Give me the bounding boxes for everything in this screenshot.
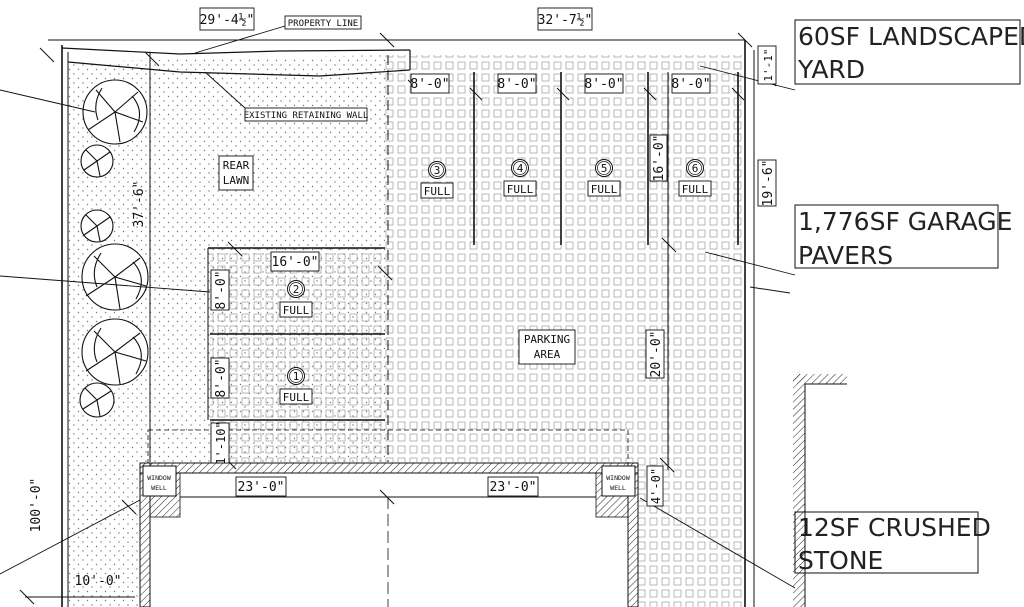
note-crushed-stone: 12SF CRUSHED STONE xyxy=(794,511,991,575)
tree-icon xyxy=(80,144,114,178)
retaining-wall xyxy=(61,47,411,77)
svg-text:29'-4½": 29'-4½" xyxy=(200,13,255,28)
space-number: 5 xyxy=(601,162,608,175)
dim-side-setback: 10'-0" xyxy=(25,574,135,598)
space-type: FULL xyxy=(591,183,618,196)
space-type: FULL xyxy=(424,185,451,198)
tree-icon xyxy=(80,209,114,243)
svg-text:60SF LANDSCAPED: 60SF LANDSCAPED xyxy=(798,22,1024,51)
svg-text:STONE: STONE xyxy=(798,546,883,575)
tree-icon xyxy=(82,79,148,145)
dim-bay-width-left: 16'-0" xyxy=(270,251,320,272)
tree-symbols xyxy=(79,79,149,418)
svg-text:8'-0": 8'-0" xyxy=(214,358,229,397)
rear-lawn-label: REAR LAWN xyxy=(218,155,254,191)
dim-bay-width: 8'-0" xyxy=(584,73,624,94)
svg-text:10'-0": 10'-0" xyxy=(75,574,122,589)
svg-text:LAWN: LAWN xyxy=(223,174,250,187)
tree-icon xyxy=(81,318,149,386)
space-number: 2 xyxy=(293,283,300,296)
space-number: 1 xyxy=(293,370,300,383)
property-line-label: PROPERTY LINE xyxy=(284,15,362,30)
svg-text:12SF CRUSHED: 12SF CRUSHED xyxy=(798,513,991,542)
dim-top-left: 29'-4½" xyxy=(199,7,255,31)
svg-text:32'-7½": 32'-7½" xyxy=(538,13,593,28)
space-number: 6 xyxy=(692,162,699,175)
space-type: FULL xyxy=(283,304,310,317)
dim-house-offset: 4'-0" xyxy=(646,465,664,507)
dim-top-gap: 1'-1" xyxy=(757,45,777,85)
dim-yard-depth: 37'-6" xyxy=(132,181,147,228)
parking-stall-lines xyxy=(207,55,739,470)
tree-icon xyxy=(81,243,149,311)
note-garage-pavers: 1,776SF GARAGE PAVERS xyxy=(794,204,1012,270)
dim-bay-depth-top: 16'-0" xyxy=(649,135,668,182)
svg-text:EXISTING RETAINING WALL: EXISTING RETAINING WALL xyxy=(244,111,369,121)
svg-text:REAR: REAR xyxy=(223,159,250,172)
svg-text:8'-0": 8'-0" xyxy=(671,77,710,92)
neighbour-wall xyxy=(793,374,847,607)
svg-text:PROPERTY LINE: PROPERTY LINE xyxy=(288,19,358,29)
dim-bay-depth-left: 8'-0" xyxy=(210,269,230,311)
window-well-label: WELL xyxy=(151,484,167,492)
dim-bay-depth-left: 8'-0" xyxy=(210,357,230,399)
window-well-left: WINDOW WELL xyxy=(142,465,177,497)
window-well-right: WINDOW WELL xyxy=(601,465,636,497)
svg-text:PARKING: PARKING xyxy=(524,333,570,346)
svg-text:37'-6": 37'-6" xyxy=(132,181,147,228)
svg-text:YARD: YARD xyxy=(797,55,865,84)
svg-text:20'-0": 20'-0" xyxy=(649,331,664,378)
svg-text:8'-0": 8'-0" xyxy=(410,77,449,92)
svg-text:8'-0": 8'-0" xyxy=(214,270,229,309)
parking-area-label: PARKING AREA xyxy=(518,329,576,365)
note-landscaped-yard: 60SF LANDSCAPED YARD xyxy=(794,19,1024,85)
svg-text:4'-0": 4'-0" xyxy=(649,468,663,504)
dim-garage-depth: 19'-6" xyxy=(757,160,777,207)
dim-house-left: 23'-0" xyxy=(235,476,287,497)
dim-left-offset: 1'-10" xyxy=(210,421,230,465)
svg-text:16'-0": 16'-0" xyxy=(652,135,667,182)
space-number: 4 xyxy=(517,162,524,175)
dim-top-right: 32'-7½" xyxy=(537,7,593,31)
space-number: 3 xyxy=(434,164,441,177)
dim-lot-depth: 100'-0" xyxy=(29,478,44,533)
tree-icon xyxy=(79,382,115,418)
space-type: FULL xyxy=(682,183,709,196)
svg-text:PAVERS: PAVERS xyxy=(798,241,893,270)
svg-text:AREA: AREA xyxy=(534,348,561,361)
svg-text:100'-0": 100'-0" xyxy=(29,478,44,533)
window-well-label: WINDOW xyxy=(147,474,171,482)
window-well-label: WINDOW xyxy=(606,474,630,482)
svg-text:1'-10": 1'-10" xyxy=(214,421,228,464)
svg-text:8'-0": 8'-0" xyxy=(497,77,536,92)
dim-aisle-depth: 20'-0" xyxy=(645,329,665,379)
svg-text:23'-0": 23'-0" xyxy=(490,480,537,495)
dim-bay-width: 8'-0" xyxy=(410,73,450,94)
svg-text:1,776SF GARAGE: 1,776SF GARAGE xyxy=(798,207,1012,236)
dim-house-right: 23'-0" xyxy=(487,476,539,497)
dim-bay-width: 8'-0" xyxy=(671,73,711,94)
retaining-wall-label: EXISTING RETAINING WALL xyxy=(244,107,369,122)
space-type: FULL xyxy=(507,183,534,196)
svg-text:19'-6": 19'-6" xyxy=(761,160,776,207)
space-type: FULL xyxy=(283,391,310,404)
svg-text:23'-0": 23'-0" xyxy=(238,480,285,495)
svg-text:8'-0": 8'-0" xyxy=(584,77,623,92)
svg-text:16'-0": 16'-0" xyxy=(272,255,319,270)
window-well-label: WELL xyxy=(610,484,626,492)
dim-bay-width: 8'-0" xyxy=(497,73,537,94)
svg-text:1'-1": 1'-1" xyxy=(762,48,775,81)
